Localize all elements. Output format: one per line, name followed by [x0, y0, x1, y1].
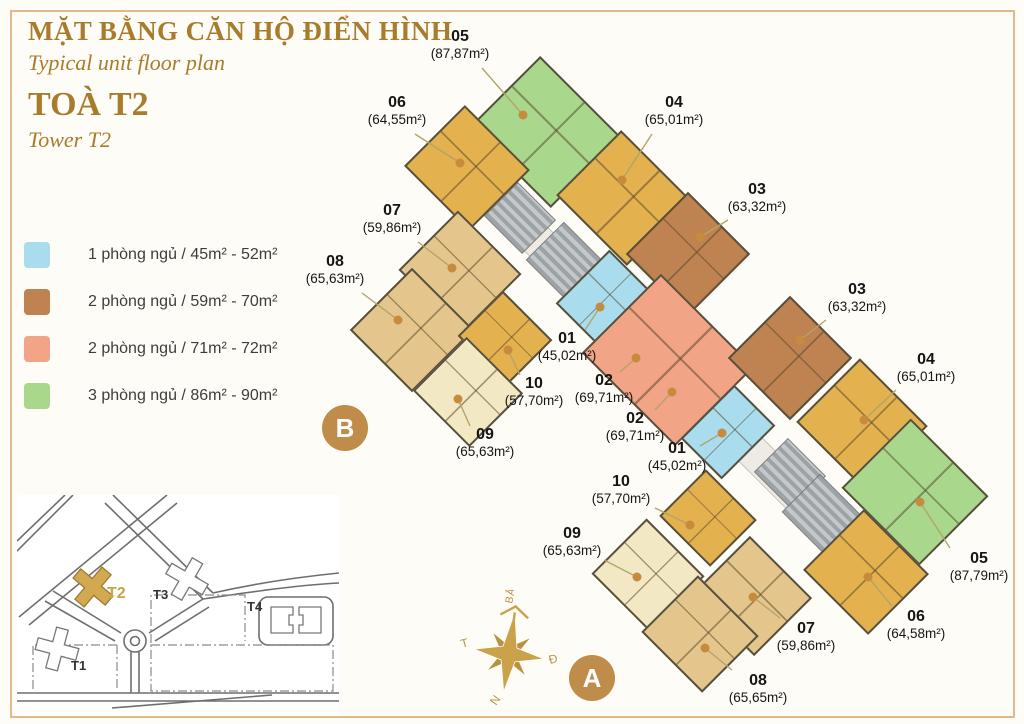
page-subtitle: Typical unit floor plan — [28, 50, 225, 75]
legend-row: 2 phòng ngủ / 71m² - 72m² — [24, 335, 277, 363]
tower-t3-building — [164, 556, 210, 602]
unit-number: 05 — [970, 550, 988, 567]
unit-label: 01(45,02m²) — [512, 330, 622, 363]
tower-name-en: Tower T2 — [28, 127, 111, 152]
unit-number: 04 — [917, 351, 935, 368]
compass-east-label: Đ — [547, 651, 559, 667]
unit-number: 06 — [388, 94, 406, 111]
unit-number: 05 — [451, 28, 469, 45]
unit-label: 07(59,86m²) — [337, 202, 447, 235]
unit-area: (57,70m²) — [591, 490, 651, 506]
unit-area: (65,63m²) — [305, 270, 365, 286]
tower-t1-building — [34, 626, 80, 672]
unit-area: (87,79m²) — [949, 567, 1009, 583]
site-map-background — [17, 495, 339, 717]
unit-area: (65,01m²) — [644, 111, 704, 127]
unit-label: 10(57,70m²) — [479, 375, 589, 408]
unit-label: 01(45,02m²) — [622, 440, 732, 473]
legend-swatch — [24, 383, 50, 409]
legend-swatch — [24, 242, 50, 268]
legend-label: 2 phòng ngủ / 59m² - 70m² — [88, 293, 278, 310]
unit-label: 03(63,32m²) — [702, 181, 812, 214]
legend-row: 3 phòng ngủ / 86m² - 90m² — [24, 382, 277, 410]
unit-area: (45,02m²) — [647, 457, 707, 473]
site-map-label-t4: T4 — [247, 599, 263, 614]
unit-number: 08 — [749, 672, 767, 689]
legend-label: 2 phòng ngủ / 71m² - 72m² — [88, 340, 278, 357]
unit-label: 09(65,63m²) — [517, 525, 627, 558]
unit-number: 03 — [748, 181, 766, 198]
unit-number: 07 — [797, 620, 815, 637]
unit-label: 05(87,79m²) — [924, 550, 1024, 583]
wing-marker-a: A — [569, 655, 615, 701]
unit-area: (87,87m²) — [430, 45, 490, 61]
unit-label: 06(64,58m²) — [861, 608, 971, 641]
legend: 1 phòng ngủ / 45m² - 52m² 2 phòng ngủ / 5… — [24, 241, 277, 429]
unit-number: 02 — [595, 372, 613, 389]
unit-number: 07 — [383, 202, 401, 219]
unit-label: 04(65,01m²) — [619, 94, 729, 127]
unit-area: (59,86m²) — [776, 637, 836, 653]
wing-marker-b: B — [322, 405, 368, 451]
unit-area: (65,63m²) — [455, 443, 515, 459]
site-map-roads — [17, 495, 339, 709]
unit-label: 06(64,55m²) — [342, 94, 452, 127]
legend-swatch — [24, 289, 50, 315]
unit-number: 09 — [563, 525, 581, 542]
site-map-label-t3: T3 — [153, 587, 168, 602]
unit-label: 10(57,70m²) — [566, 473, 676, 506]
page-title: MẶT BẰNG CĂN HỘ ĐIỂN HÌNH — [28, 16, 453, 46]
legend-row: 1 phòng ngủ / 45m² - 52m² — [24, 241, 277, 269]
site-map-parcel-lines — [32, 594, 334, 692]
unit-label: 08(65,63m²) — [280, 253, 390, 286]
site-map-label-t1: T1 — [71, 658, 86, 673]
unit-area: (45,02m²) — [537, 347, 597, 363]
tower-t4-building — [270, 606, 322, 634]
legend-row: 2 phòng ngủ / 59m² - 70m² — [24, 288, 277, 316]
unit-number: 09 — [476, 426, 494, 443]
unit-area: (65,01m²) — [896, 368, 956, 384]
unit-area: (65,65m²) — [728, 689, 788, 705]
compass-south-label: N — [487, 693, 503, 708]
unit-label: 02(69,71m²) — [549, 372, 659, 405]
unit-area: (59,86m²) — [362, 219, 422, 235]
unit-label: 03(63,32m²) — [802, 281, 912, 314]
unit-label: 07(59,86m²) — [751, 620, 861, 653]
legend-label: 3 phòng ngủ / 86m² - 90m² — [88, 387, 278, 404]
unit-label: 05(87,87m²) — [405, 28, 515, 61]
site-map-label-t2: T2 — [107, 585, 126, 602]
compass-north-label: BẮC — [502, 590, 520, 605]
unit-number: 10 — [525, 375, 543, 392]
unit-label: 09(65,63m²) — [430, 426, 540, 459]
unit-area: (63,32m²) — [827, 298, 887, 314]
unit-area: (69,71m²) — [605, 427, 665, 443]
unit-area: (64,55m²) — [367, 111, 427, 127]
tower-name: TOÀ T2 — [28, 86, 149, 123]
unit-number: 10 — [612, 473, 630, 490]
site-map: T1 T2 T3 T4 — [17, 495, 339, 717]
unit-number: 02 — [626, 410, 644, 427]
unit-area: (63,32m²) — [727, 198, 787, 214]
unit-number: 01 — [558, 330, 576, 347]
unit-area: (64,58m²) — [886, 625, 946, 641]
unit-label: 08(65,65m²) — [703, 672, 813, 705]
unit-number: 04 — [665, 94, 683, 111]
compass-star — [474, 605, 544, 692]
unit-number: 03 — [848, 281, 866, 298]
unit-number: 08 — [326, 253, 344, 270]
site-map-buildings — [34, 556, 322, 672]
legend-swatch — [24, 336, 50, 362]
unit-area: (69,71m²) — [574, 389, 634, 405]
unit-number: 06 — [907, 608, 925, 625]
unit-label: 02(69,71m²) — [580, 410, 690, 443]
compass-west-label: T — [459, 635, 470, 651]
legend-label: 1 phòng ngủ / 45m² - 52m² — [88, 246, 278, 263]
unit-number: 01 — [668, 440, 686, 457]
unit-area: (57,70m²) — [504, 392, 564, 408]
compass-rose: BẮC T Đ N — [459, 590, 559, 708]
unit-label: 04(65,01m²) — [871, 351, 981, 384]
unit-area: (65,63m²) — [542, 542, 602, 558]
tower-t2-building — [72, 566, 114, 608]
